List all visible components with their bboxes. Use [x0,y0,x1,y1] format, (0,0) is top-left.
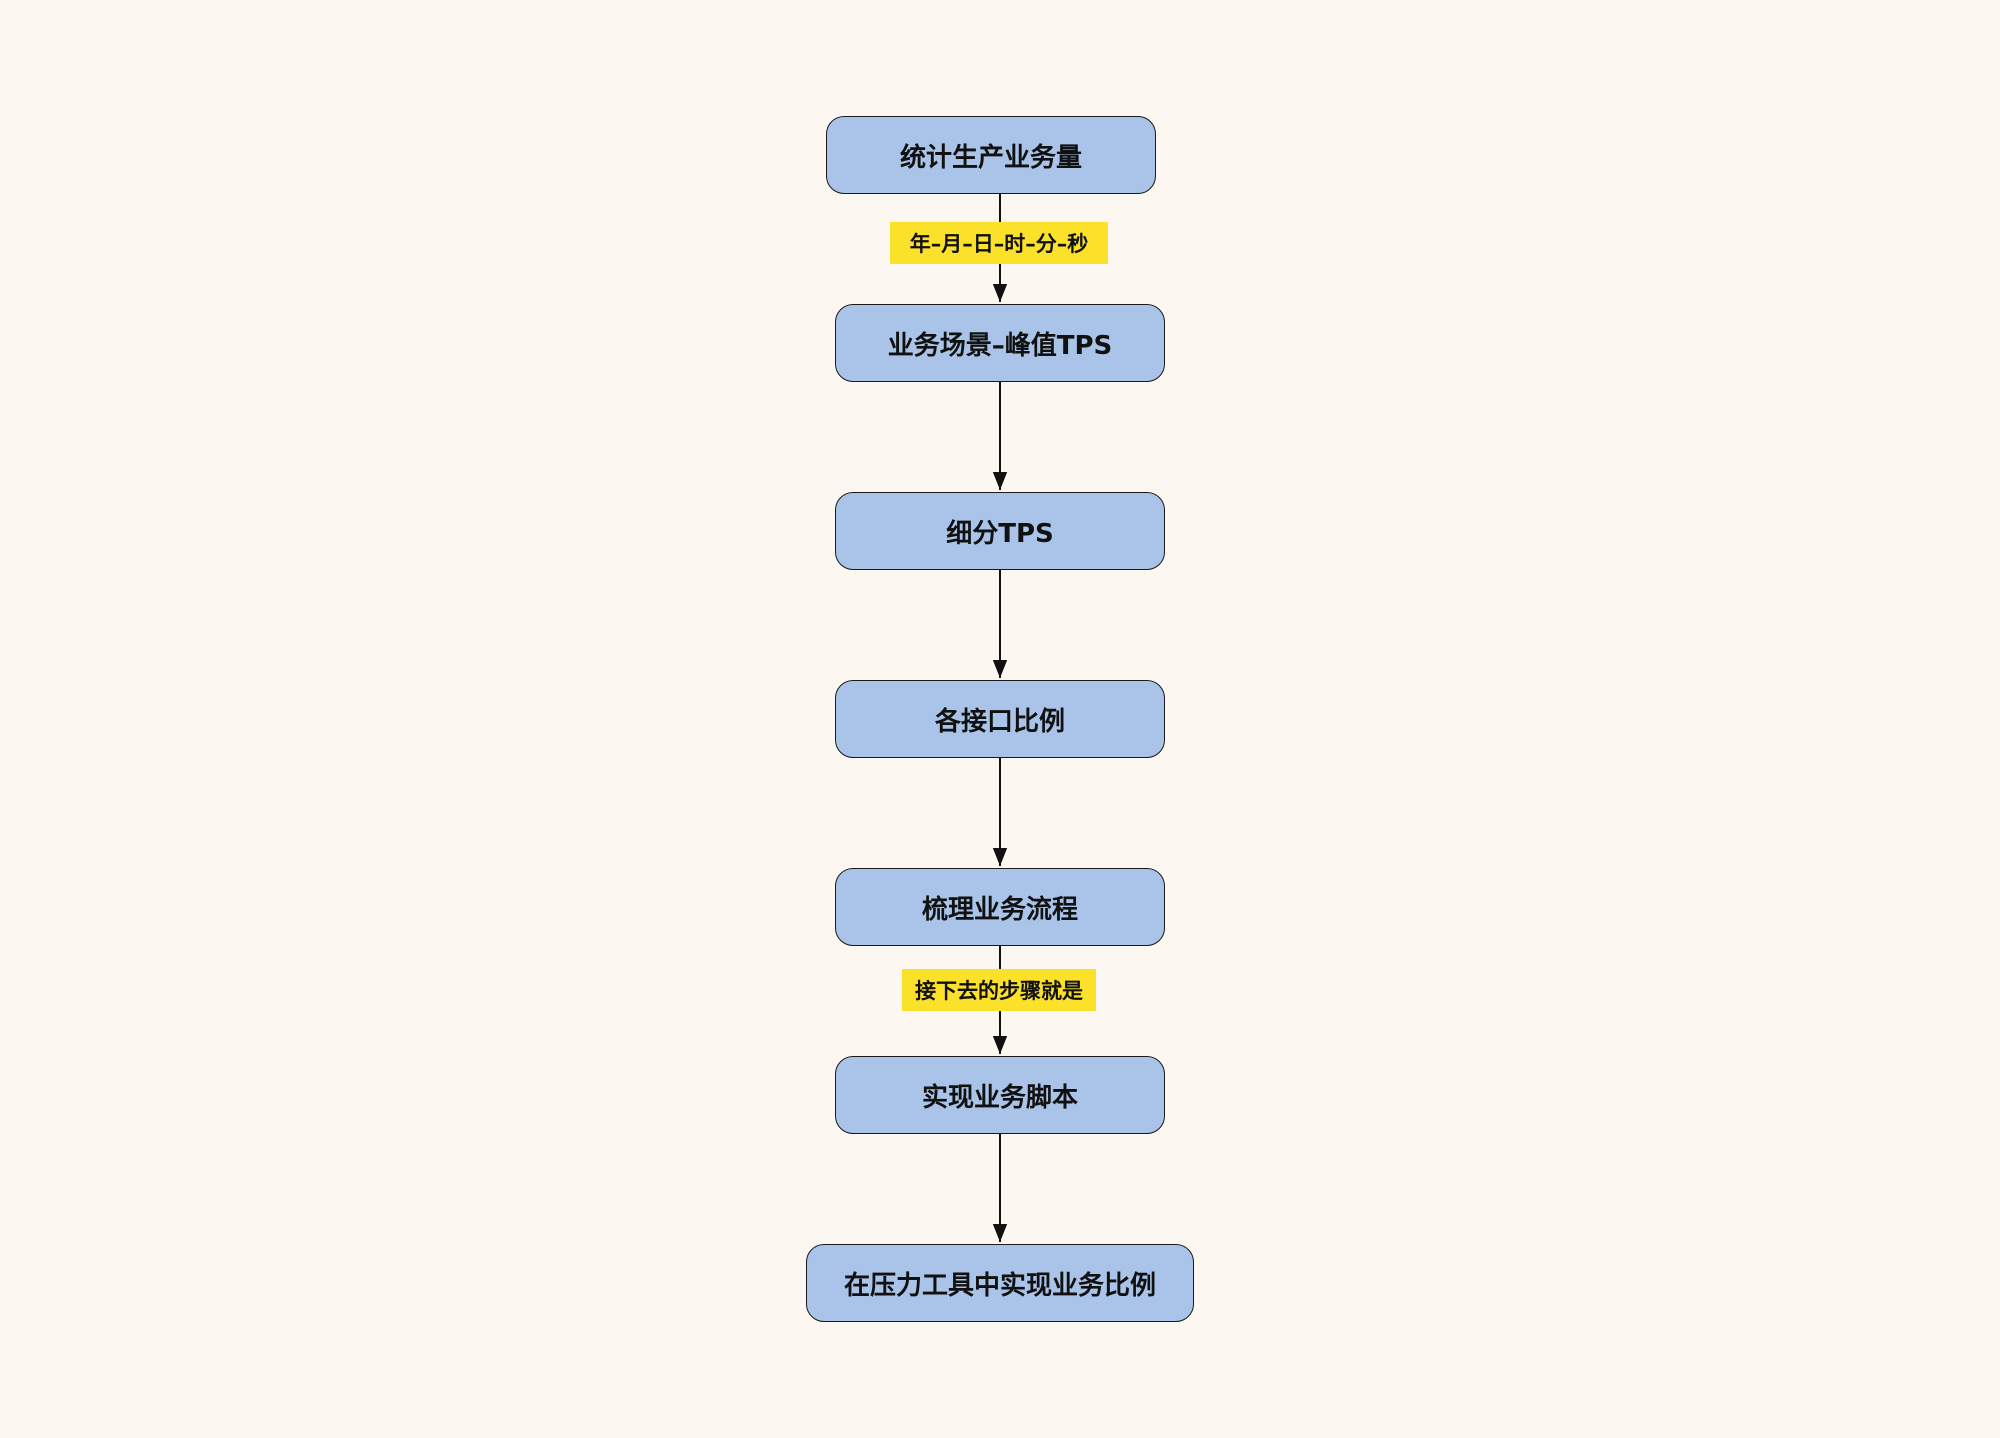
flow-node-peak-tps[interactable]: 业务场景–峰值TPS [835,304,1165,382]
edge-label-time-granularity: 年–月–日–时–分–秒 [890,222,1108,264]
flow-node-count-production-volume[interactable]: 统计生产业务量 [826,116,1156,194]
flow-node-map-business-flow[interactable]: 梳理业务流程 [835,868,1165,946]
flow-node-implement-script[interactable]: 实现业务脚本 [835,1056,1165,1134]
flow-node-load-tool-ratio[interactable]: 在压力工具中实现业务比例 [806,1244,1194,1322]
edge-label-next-steps: 接下去的步骤就是 [902,969,1096,1011]
flow-node-split-tps[interactable]: 细分TPS [835,492,1165,570]
flow-node-interface-ratio[interactable]: 各接口比例 [835,680,1165,758]
